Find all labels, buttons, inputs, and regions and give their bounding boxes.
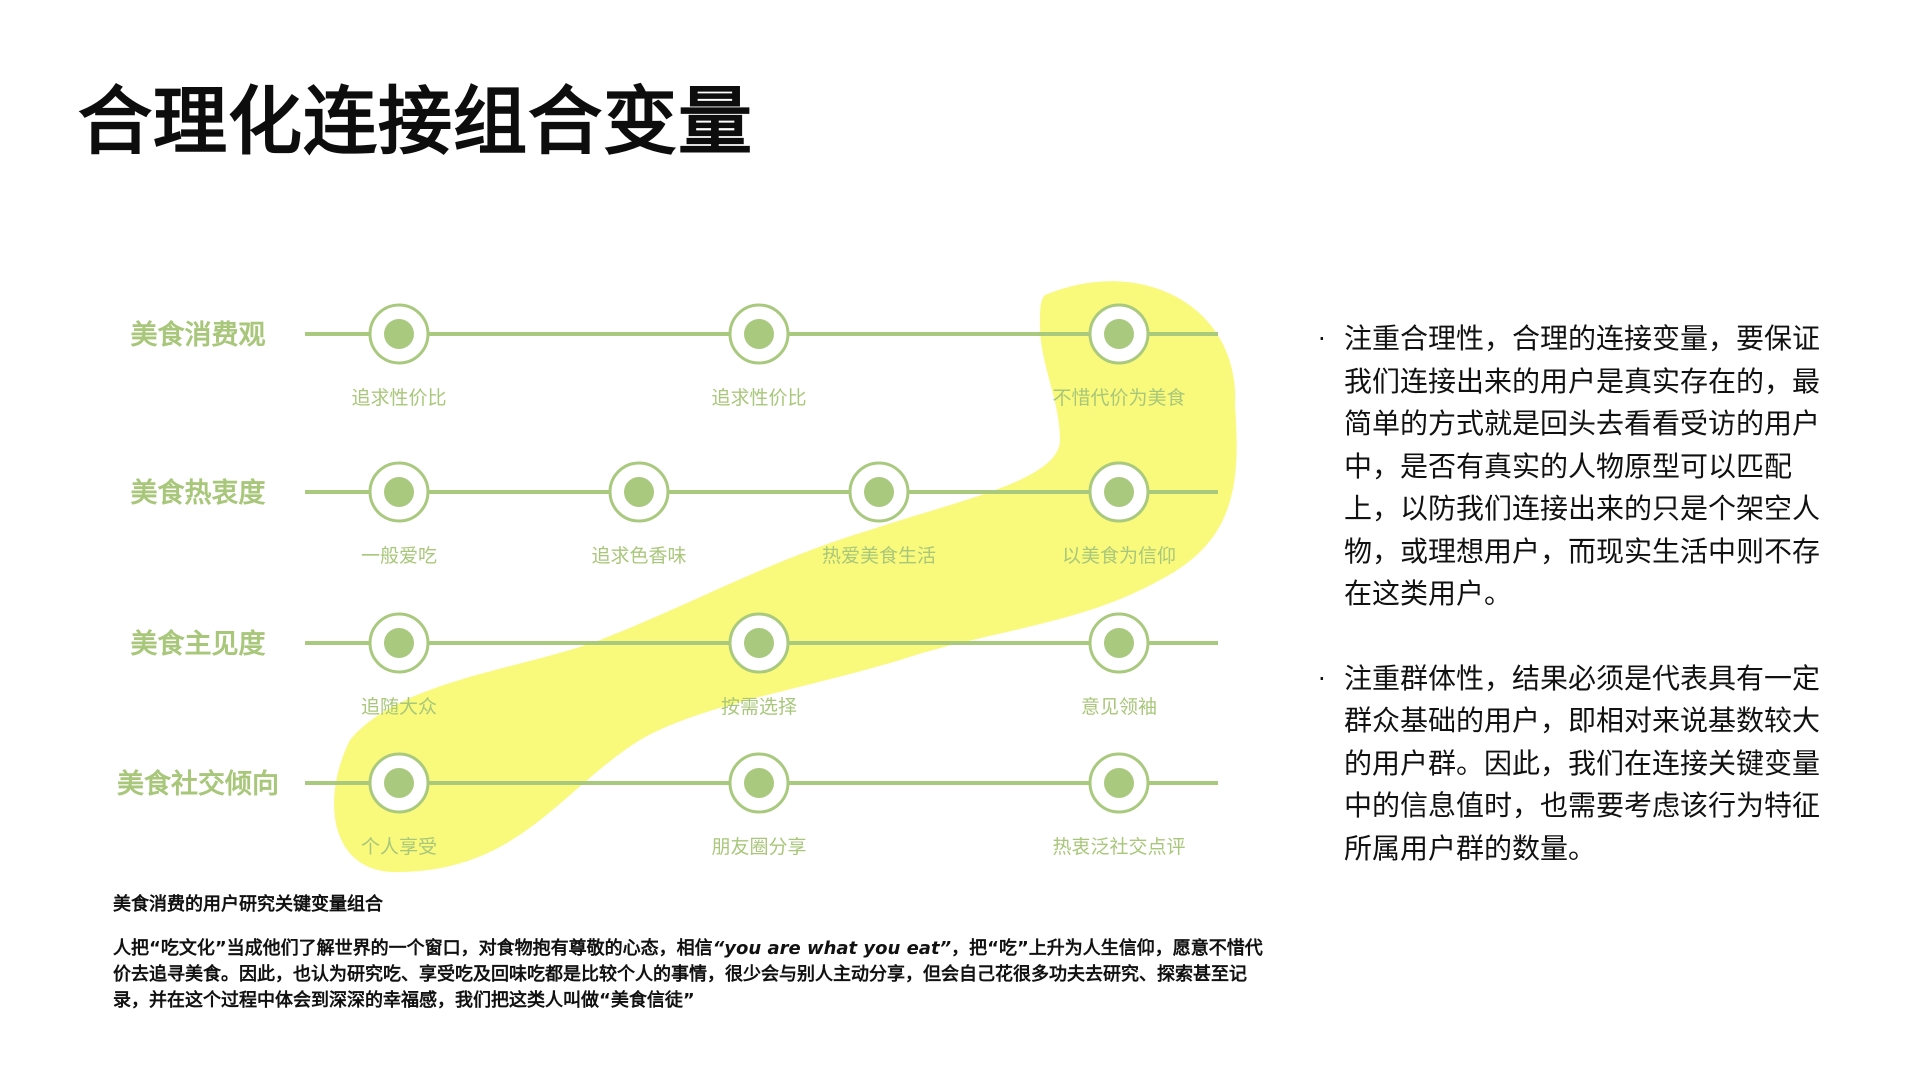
node-label: 追随大众 xyxy=(361,696,437,718)
node-dot xyxy=(1104,628,1134,658)
page-title: 合理化连接组合变量 xyxy=(78,79,753,165)
node-label: 朋友圈分享 xyxy=(711,836,806,858)
node-label: 追求性价比 xyxy=(711,387,806,409)
node-dot xyxy=(1104,477,1134,507)
bullet-dot-icon: · xyxy=(1318,325,1326,353)
node-dot xyxy=(624,477,654,507)
node-dot xyxy=(1104,319,1134,349)
node-label: 以美食为信仰 xyxy=(1062,545,1176,567)
node-dot xyxy=(744,319,774,349)
description-part-1: 人把“吃文化”当成他们了解世界的一个窗口，对食物抱有尊敬的心态，相信 xyxy=(113,938,713,959)
notes-list: · 注重合理性，合理的连接变量，要保证我们连接出来的用户是真实存在的，最简单的方… xyxy=(1318,318,1838,870)
node-dot xyxy=(864,477,894,507)
node-dot xyxy=(384,628,414,658)
node-dot xyxy=(744,628,774,658)
node-dot xyxy=(744,768,774,798)
node-dot xyxy=(384,768,414,798)
node-label: 一般爱吃 xyxy=(361,545,437,567)
description-part-2: ，把“吃”上升为人生信仰，愿意不惜代价去追寻美食。因此，也认为研究吃、享受吃及回… xyxy=(113,938,1263,1012)
node-label: 按需选择 xyxy=(721,696,797,718)
row-label: 美食社交倾向 xyxy=(117,768,279,800)
description-quote: “you are what you eat” xyxy=(712,938,952,959)
highlight-path xyxy=(334,281,1237,873)
node-label: 热衷泛社交点评 xyxy=(1052,836,1185,858)
node-label: 不惜代价为美食 xyxy=(1052,387,1185,409)
diagram-caption: 美食消费的用户研究关键变量组合 xyxy=(113,894,383,915)
node-label: 意见领袖 xyxy=(1081,696,1157,718)
bullet-dot-icon: · xyxy=(1318,664,1326,693)
node-label: 追求色香味 xyxy=(591,545,686,567)
node-label: 追求性价比 xyxy=(351,387,446,409)
row-label: 美食热衷度 xyxy=(131,477,266,509)
note-text: 注重群体性，结果必须是代表具有一定群众基础的用户，即相对来说基数较大的用户群。因… xyxy=(1344,661,1821,865)
node-label: 热爱美食生活 xyxy=(822,545,936,567)
node-dot xyxy=(384,319,414,349)
node-label: 个人享受 xyxy=(361,836,437,858)
note-item: · 注重群体性，结果必须是代表具有一定群众基础的用户，即相对来说基数较大的用户群… xyxy=(1318,658,1838,871)
note-item: · 注重合理性，合理的连接变量，要保证我们连接出来的用户是真实存在的，最简单的方… xyxy=(1318,318,1838,616)
row-label: 美食主见度 xyxy=(131,628,266,660)
row-label: 美食消费观 xyxy=(131,319,266,351)
note-text: 注重合理性，合理的连接变量，要保证我们连接出来的用户是真实存在的，最简单的方式就… xyxy=(1344,322,1821,610)
description-paragraph: 人把“吃文化”当成他们了解世界的一个窗口，对食物抱有尊敬的心态，相信“you a… xyxy=(113,936,1263,1014)
node-dot xyxy=(384,477,414,507)
node-dot xyxy=(1104,768,1134,798)
